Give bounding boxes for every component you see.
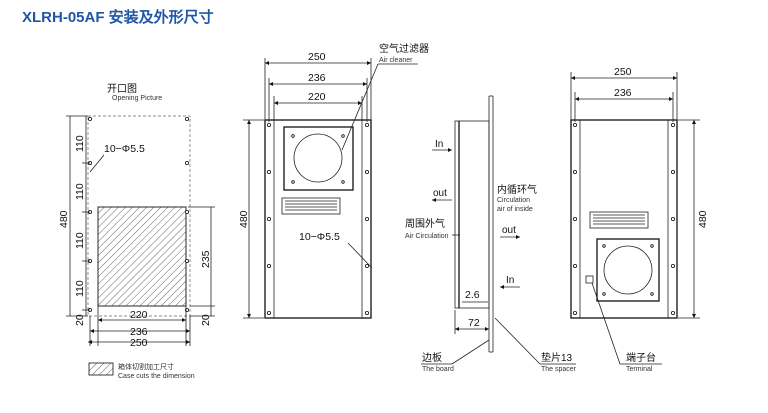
- front-dim-220: 220: [308, 91, 326, 103]
- back-fan-housing: [596, 238, 660, 302]
- back-fan-screws: [602, 244, 654, 296]
- fan-housing: [283, 126, 354, 191]
- front-holes: [266, 123, 369, 315]
- legend-cn: 箱体切割加工尺寸: [118, 362, 174, 371]
- front-dim-480: 480: [238, 210, 250, 228]
- dim-235: 235: [200, 250, 212, 268]
- back-grille: [589, 211, 649, 229]
- dim-20-left: 20: [74, 314, 86, 326]
- dim-2-6: 2.6: [465, 289, 480, 301]
- out-right: out: [502, 225, 516, 236]
- dim-20-right: 20: [200, 314, 212, 326]
- dim-250: 250: [130, 337, 148, 349]
- opening-label-cn: 开口图: [107, 83, 137, 95]
- front-hole-note: 10−Φ5.5: [299, 231, 340, 243]
- back-dim-250: 250: [614, 66, 632, 78]
- page-title: XLRH-05AF 安装及外形尺寸: [22, 8, 214, 26]
- dim-220: 220: [130, 309, 148, 321]
- dim-110-a: 110: [74, 135, 86, 152]
- front-grille: [281, 197, 341, 215]
- terminal-en: Terminal: [626, 366, 653, 373]
- side-view: In out out In 内循环气 Circulation air of in…: [405, 95, 577, 373]
- front-dim-236: 236: [308, 72, 326, 84]
- outline-dashed: [87, 115, 191, 317]
- hole-note: 10−Φ5.5: [104, 143, 145, 155]
- outer-air-cn: 周围外气: [405, 217, 445, 230]
- opening-label-en: Opening Picture: [112, 95, 162, 102]
- inner-air-en2: air of inside: [497, 206, 533, 213]
- dim-480: 480: [58, 210, 70, 228]
- in-bottom: In: [506, 275, 514, 286]
- back-frame: [570, 119, 678, 319]
- filter-label-cn: 空气过滤器: [379, 42, 429, 55]
- opening-view: 开口图 Opening Picture 480 110 110 110 11: [58, 83, 215, 349]
- fan-screws: [291, 134, 345, 184]
- inner-air-cn: 内循环气: [497, 183, 537, 196]
- inner-air-en1: Circulation: [497, 197, 530, 204]
- mounting-holes: [88, 117, 189, 312]
- back-dim-480: 480: [697, 210, 709, 228]
- legend-swatch: [88, 362, 114, 376]
- back-holes: [573, 123, 676, 315]
- side-body: [454, 120, 490, 309]
- spacer-en: The spacer: [541, 366, 577, 373]
- board-en: The board: [422, 366, 454, 373]
- filter-label-en: Air cleaner: [379, 57, 413, 64]
- spacer-cn: 垫片13: [541, 351, 573, 364]
- dim-236: 236: [130, 326, 148, 338]
- terminal-block: [585, 275, 594, 284]
- board-cn: 边板: [422, 351, 442, 364]
- front-view: 250 236 220 480 空气过滤器 Air cleaner 10−Φ5.…: [238, 42, 429, 319]
- cutout-hatched: [97, 206, 187, 307]
- in-top: In: [435, 139, 443, 150]
- dim-72: 72: [468, 317, 480, 329]
- out-left: out: [433, 188, 447, 199]
- legend-en: Case cuts the dimension: [118, 373, 195, 380]
- dim-110-d: 110: [74, 280, 86, 297]
- front-frame: [264, 119, 372, 319]
- front-dim-250: 250: [308, 51, 326, 63]
- dim-110-c: 110: [74, 232, 86, 249]
- back-fan-circle: [603, 245, 653, 295]
- legend: 箱体切割加工尺寸 Case cuts the dimension: [88, 362, 195, 380]
- dim-110-b: 110: [74, 183, 86, 200]
- back-view: 250 236 480 端子台 Terminal: [570, 66, 709, 373]
- terminal-cn: 端子台: [626, 351, 656, 364]
- outer-air-en: Air Circulation: [405, 233, 449, 240]
- back-dim-236: 236: [614, 87, 632, 99]
- fan-circle: [293, 133, 343, 183]
